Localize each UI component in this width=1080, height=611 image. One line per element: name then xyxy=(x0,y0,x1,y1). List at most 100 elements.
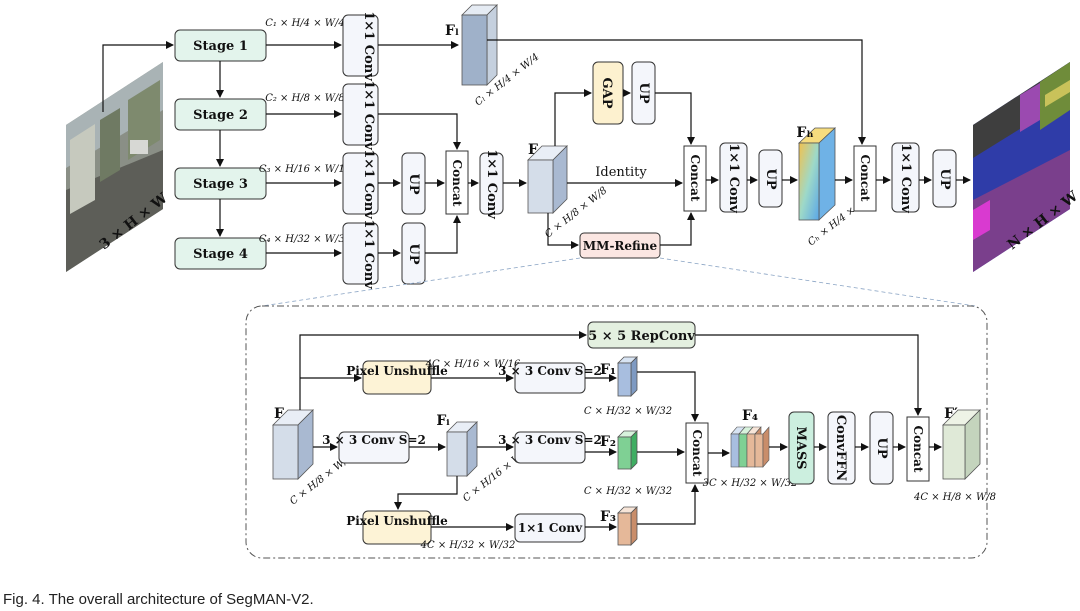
svg-text:1×1 Conv: 1×1 Conv xyxy=(898,143,913,213)
svg-text:1×1 Conv: 1×1 Conv xyxy=(726,143,741,213)
detail-concat-1: Concat xyxy=(685,422,709,484)
fprime-label: F′ xyxy=(944,406,958,422)
svg-text:UP: UP xyxy=(937,168,952,189)
stage3-up: UP xyxy=(401,152,426,215)
mm-refine-box: MM-Refine xyxy=(579,232,661,259)
svg-text:Concat: Concat xyxy=(858,155,872,202)
svg-text:ConvFFN: ConvFFN xyxy=(833,415,848,481)
fi-tensor xyxy=(446,421,478,477)
head-conv-1: 1×1 Conv xyxy=(719,142,748,213)
stage1-dims: C₁ × H/4 × W/4 xyxy=(265,18,345,29)
fi-label: Fᵢ xyxy=(436,413,450,429)
conv3x3-s2-low: 3 × 3 Conv S=2 xyxy=(498,431,602,464)
svg-text:MM-Refine: MM-Refine xyxy=(583,239,658,253)
conv3x3-s2-top: 3 × 3 Conv S=2 xyxy=(498,362,602,394)
svg-text:UP: UP xyxy=(406,243,421,264)
fh-label: Fₕ xyxy=(796,125,813,141)
f4-tensor xyxy=(730,426,770,468)
fl-label: Fₗ xyxy=(445,23,459,39)
f4-dims: 3C × H/32 × W/32 xyxy=(703,478,798,489)
svg-text:1×1 Conv: 1×1 Conv xyxy=(361,11,376,81)
f1-dims: C × H/32 × W/32 xyxy=(584,406,672,417)
mass-box: MASS xyxy=(788,411,815,485)
svg-text:5 × 5 RepConv: 5 × 5 RepConv xyxy=(588,329,695,344)
f1-tensor xyxy=(617,356,638,397)
f-tensor xyxy=(527,145,568,214)
f4-label: F₄ xyxy=(742,408,758,424)
stage1-conv: 1×1 Conv xyxy=(342,11,379,81)
fh-tensor xyxy=(797,127,837,221)
detail-up-box: UP xyxy=(869,411,894,485)
svg-text:1×1 Conv: 1×1 Conv xyxy=(361,80,376,150)
svg-text:Pixel Unshuffle: Pixel Unshuffle xyxy=(346,514,448,528)
svg-text:Concat: Concat xyxy=(688,155,702,202)
pu2-dims: 4C × H/32 × W/32 xyxy=(420,540,516,551)
svg-text:Concat: Concat xyxy=(690,430,704,477)
pixel-unshuffle-2: Pixel Unshuffle xyxy=(346,510,448,545)
svg-text:UP: UP xyxy=(763,168,778,189)
mm-refine-detail-panel xyxy=(245,305,988,559)
f3-label: F₃ xyxy=(600,509,616,525)
stage3-dims: C₃ × H/16 × W/16 xyxy=(259,164,352,175)
svg-text:UP: UP xyxy=(874,437,889,458)
input-image xyxy=(66,62,163,272)
svg-text:Stage 4: Stage 4 xyxy=(193,247,248,262)
svg-text:Concat: Concat xyxy=(911,426,925,473)
detail-f-label: F xyxy=(274,406,284,422)
svg-text:Stage 2: Stage 2 xyxy=(193,108,248,123)
identity-label: Identity xyxy=(595,165,647,180)
pu1-dims: 4C × H/16 × W/16 xyxy=(425,359,521,370)
svg-text:UP: UP xyxy=(636,82,651,103)
stage4-up: UP xyxy=(401,222,426,285)
svg-text:3 × 3 Conv S=2: 3 × 3 Conv S=2 xyxy=(322,433,426,447)
stage2-dims: C₂ × H/8 × W/8 xyxy=(265,93,345,104)
concat-1: Concat xyxy=(445,150,469,215)
f2-label: F₂ xyxy=(600,434,616,450)
pixel-unshuffle-1: Pixel Unshuffle xyxy=(346,360,448,395)
fprime-dims: 4C × H/8 × W/8 xyxy=(913,492,996,503)
f2-dims: C × H/32 × W/32 xyxy=(584,486,672,497)
stage-3: Stage 3 xyxy=(174,167,267,200)
head-conv-2: 1×1 Conv xyxy=(891,142,920,213)
figure-caption: Fig. 4. The overall architecture of SegM… xyxy=(3,591,314,608)
f1-label: F₁ xyxy=(600,362,616,378)
stage-4: Stage 4 xyxy=(174,237,267,270)
svg-text:3 × 3 Conv S=2: 3 × 3 Conv S=2 xyxy=(498,364,602,378)
svg-text:Stage 3: Stage 3 xyxy=(193,177,248,192)
svg-text:UP: UP xyxy=(406,173,421,194)
stage3-conv: 1×1 Conv xyxy=(342,149,379,219)
svg-text:MASS: MASS xyxy=(793,427,808,470)
svg-text:1×1 Conv: 1×1 Conv xyxy=(361,149,376,219)
svg-text:Stage 1: Stage 1 xyxy=(193,39,248,54)
svg-text:3 × 3 Conv S=2: 3 × 3 Conv S=2 xyxy=(498,433,602,447)
fuse-conv: 1×1 Conv xyxy=(479,149,504,219)
conv3x3-s2-mid: 3 × 3 Conv S=2 xyxy=(322,431,426,464)
svg-text:Pixel Unshuffle: Pixel Unshuffle xyxy=(346,364,448,378)
stage4-conv: 1×1 Conv xyxy=(342,219,379,289)
output-segmentation xyxy=(973,62,1070,272)
repconv-box: 5 × 5 RepConv xyxy=(587,321,696,349)
svg-text:Concat: Concat xyxy=(450,160,464,207)
head-up-2: UP xyxy=(932,149,957,208)
svg-text:1×1 Conv: 1×1 Conv xyxy=(518,521,583,535)
convffn-box: ConvFFN xyxy=(827,411,856,485)
gap-up: UP xyxy=(631,61,656,125)
head-up-1: UP xyxy=(758,149,783,208)
detail-f-tensor xyxy=(272,409,314,480)
f3-tensor xyxy=(617,506,638,546)
svg-text:1×1 Conv: 1×1 Conv xyxy=(361,219,376,289)
concat-3: Concat xyxy=(853,145,877,212)
fl-tensor xyxy=(461,4,498,86)
f-label: F xyxy=(528,142,538,158)
stage2-conv: 1×1 Conv xyxy=(342,80,379,150)
stage4-dims: C₄ × H/32 × W/32 xyxy=(259,234,351,245)
detail-concat-2: Concat xyxy=(906,416,930,482)
gap-box: GAP xyxy=(592,61,624,125)
svg-text:GAP: GAP xyxy=(599,78,614,109)
stage-2: Stage 2 xyxy=(174,98,267,131)
conv1x1-low: 1×1 Conv xyxy=(514,513,586,543)
fprime-tensor xyxy=(942,409,981,480)
svg-text:1×1 Conv: 1×1 Conv xyxy=(484,149,499,219)
f2-tensor xyxy=(617,430,638,470)
